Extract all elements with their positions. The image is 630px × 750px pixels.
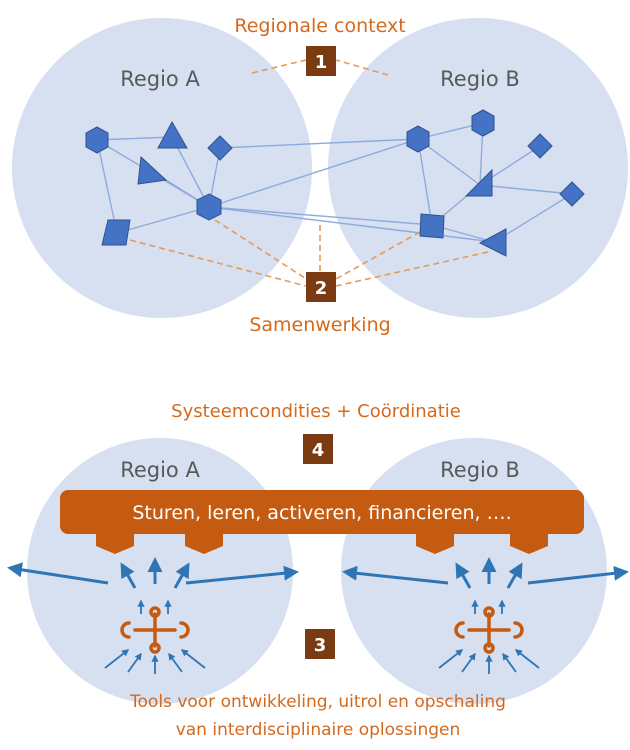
hexagon-node-icon [196,193,222,221]
bottom-panel: Systeemcondities + Coördinatie 4 Regio A… [7,401,629,740]
inward-arrows-left [104,599,206,674]
samenwerking-caption: Samenwerking [249,314,390,336]
region-b-label-bottom: Regio B [440,458,520,482]
triangle-node-icon [464,168,493,197]
parallelogram-node-icon [101,219,131,246]
badge-1-label: 1 [315,52,328,73]
tool-icon [454,606,524,654]
region-b-nodes [406,109,585,257]
region-b-label-top: Regio B [440,67,520,91]
system-conditions-title: Systeemcondities + Coördinatie [171,401,461,422]
conditions-banner: Sturen, leren, activeren, financieren, …… [60,490,584,554]
badge-2-label: 2 [315,278,328,299]
triangle-node-icon [157,120,188,149]
badge-4-label: 4 [312,440,325,461]
badge-4 [303,434,333,464]
triangle-node-icon [478,228,507,257]
region-a-label-bottom: Regio A [120,458,200,482]
badge-2 [306,272,336,302]
regional-context-title: Regionale context [234,15,405,37]
region-a-nodes [85,120,233,246]
badge-1 [306,46,336,76]
tool-icon [120,606,190,654]
context-links [251,59,389,76]
diamond-node-icon [527,133,553,159]
region-a-circle [12,18,312,318]
tools-caption-line-1: Tools voor ontwikkeling, uitrol en opsch… [129,692,506,712]
square-node-icon [419,213,445,239]
hexagon-node-icon [85,126,109,154]
banner-text: Sturen, leren, activeren, financieren, …… [132,502,511,524]
diamond-node-icon [559,181,585,207]
region-a-label-top: Regio A [120,67,200,91]
badge-3 [305,629,335,659]
tools-caption-line-2: van interdisciplinaire oplossingen [176,720,461,740]
outward-arrows-left [7,557,299,589]
hexagon-node-icon [406,125,430,153]
diamond-node-icon [207,135,233,161]
top-panel: Regionale context 1 Regio A Regio B [12,15,628,336]
outward-arrows-right [342,557,629,589]
inward-arrows-right [438,599,540,674]
hexagon-node-icon [471,109,495,137]
collaboration-links [129,219,489,287]
triangle-node-icon [137,155,168,185]
region-b-circle [328,18,628,318]
badge-3-label: 3 [314,635,327,656]
